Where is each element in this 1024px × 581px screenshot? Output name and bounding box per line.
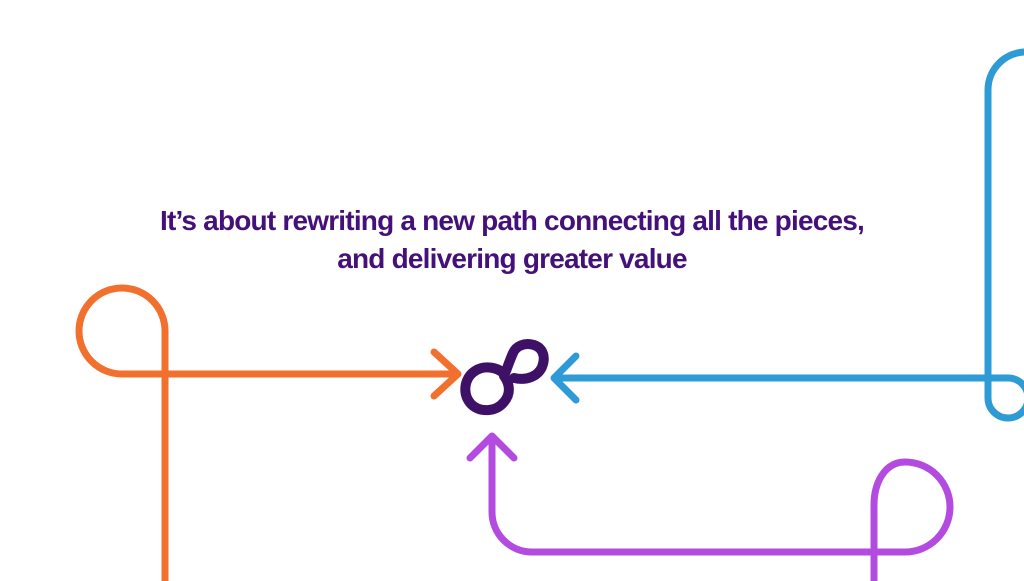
orange-arrowhead-icon — [430, 348, 462, 400]
orange-loop-arrow-right-icon — [75, 284, 462, 581]
headline-line-1: It’s about rewriting a new path connecti… — [159, 205, 865, 236]
magenta-path-line — [488, 440, 954, 581]
magenta-loop-arrow-up-icon — [466, 432, 954, 581]
headline-line-2: and delivering greater value — [337, 243, 687, 274]
orange-path-line — [75, 284, 456, 581]
dp-logo-icon — [460, 339, 549, 416]
headline: It’s about rewriting a new path connecti… — [0, 202, 1024, 278]
blue-loop-arrow-left-icon — [550, 48, 1024, 422]
blue-arrowhead-icon — [550, 352, 580, 404]
magenta-arrowhead-icon — [466, 432, 518, 462]
blue-path-line — [558, 48, 1024, 422]
